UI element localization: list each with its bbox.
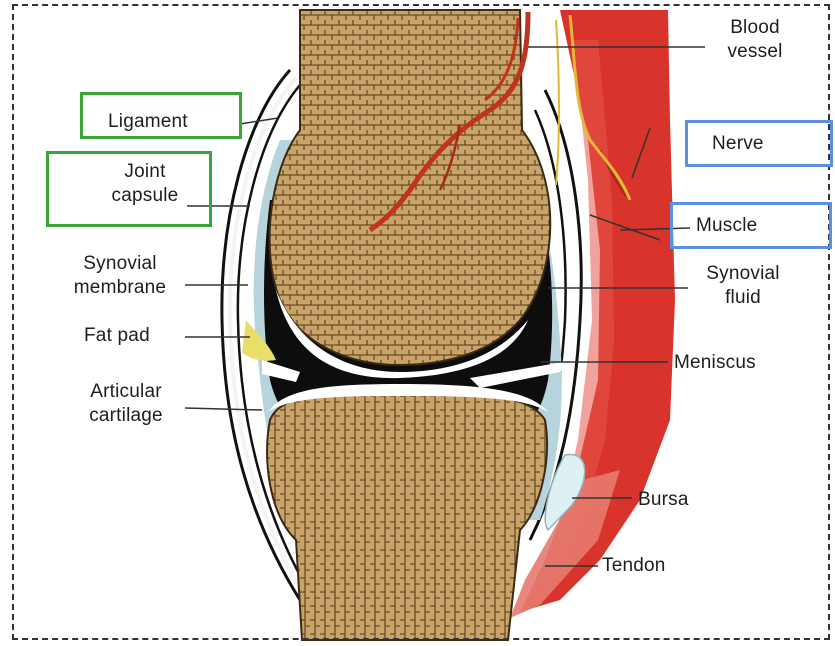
synovial-fluid-label: Synovial fluid bbox=[688, 262, 798, 310]
blood-vessel-label-line1: Blood bbox=[700, 16, 810, 40]
muscle-label: Muscle bbox=[696, 214, 757, 238]
articular-cartilage-label: Articular cartilage bbox=[66, 380, 186, 428]
synovial-fluid-label-line2: fluid bbox=[688, 286, 798, 310]
ligament-label: Ligament bbox=[108, 110, 188, 134]
fat-pad-label: Fat pad bbox=[84, 324, 150, 348]
nerve-label: Nerve bbox=[712, 132, 764, 156]
tendon-label: Tendon bbox=[602, 554, 666, 578]
joint-capsule-label: Joint capsule bbox=[90, 160, 200, 208]
meniscus-label: Meniscus bbox=[674, 351, 756, 375]
joint-capsule-label-line1: Joint bbox=[90, 160, 200, 184]
synovial-membrane-label: Synovial membrane bbox=[55, 252, 185, 300]
bursa-label: Bursa bbox=[638, 488, 689, 512]
synovial-membrane-label-line1: Synovial bbox=[55, 252, 185, 276]
blood-vessel-label: Blood vessel bbox=[700, 16, 810, 64]
synovial-fluid-label-line1: Synovial bbox=[688, 262, 798, 286]
articular-cartilage-label-line1: Articular bbox=[66, 380, 186, 404]
blood-vessel-label-line2: vessel bbox=[700, 40, 810, 64]
synovial-membrane-label-line2: membrane bbox=[55, 276, 185, 300]
articular-cartilage-label-line2: cartilage bbox=[66, 404, 186, 428]
joint-capsule-label-line2: capsule bbox=[90, 184, 200, 208]
